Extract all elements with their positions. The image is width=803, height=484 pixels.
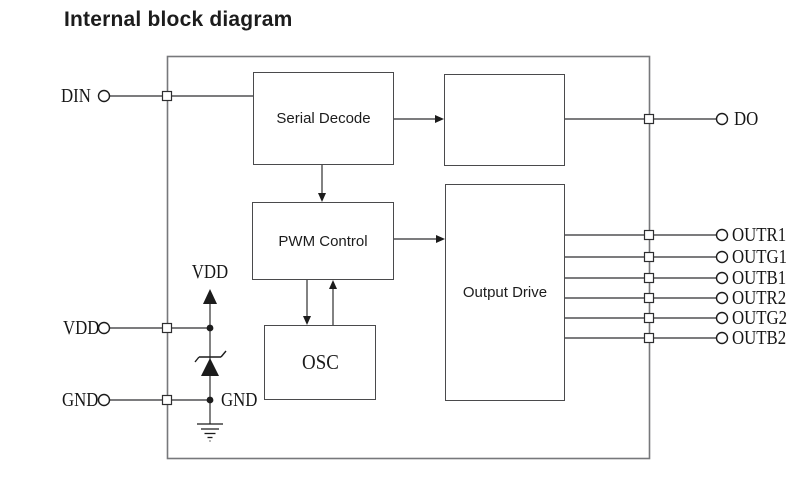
outg2-terminal xyxy=(715,311,729,325)
gnd-junction-dot xyxy=(206,396,214,404)
arrowhead-up-icon xyxy=(329,280,337,289)
outr1-pin-label: OUTR1 xyxy=(732,224,787,246)
pwm-control-label: PWM Control xyxy=(278,232,368,250)
outr1-pad xyxy=(643,229,655,241)
diagram-title: Internal block diagram xyxy=(64,8,293,31)
outg1-terminal xyxy=(715,250,729,264)
output-drive-label: Output Drive xyxy=(462,284,548,301)
outg2-pin-label: OUTG2 xyxy=(732,307,788,329)
output-drive-block: Output Drive xyxy=(445,184,565,401)
outr2-terminal xyxy=(715,291,729,305)
arrowhead-down-icon xyxy=(318,193,326,202)
vdd-junction-dot xyxy=(206,324,214,332)
outb2-pad xyxy=(643,332,655,344)
osc-block: OSC xyxy=(264,325,376,400)
do-pad xyxy=(643,113,655,125)
internal-gnd-label: GND xyxy=(221,389,258,411)
arrowhead-right-icon xyxy=(436,235,445,243)
din-pad xyxy=(161,90,173,102)
ground-symbol-icon xyxy=(197,423,223,442)
outg1-pin-label: OUTG1 xyxy=(732,246,788,268)
zener-diode-icon xyxy=(194,350,227,376)
arrowhead-down-icon xyxy=(303,316,311,325)
arrowhead-right-icon xyxy=(435,115,444,123)
vdd-terminal xyxy=(97,321,111,335)
vdd-pin-label: VDD xyxy=(63,317,100,339)
gnd-pad xyxy=(161,394,173,406)
vdd-pad xyxy=(161,322,173,334)
vdd-arrow-up-icon xyxy=(203,289,217,304)
do-terminal xyxy=(715,112,729,126)
outg1-pad xyxy=(643,251,655,263)
gnd-pin-label: GND xyxy=(62,389,99,411)
outg2-pad xyxy=(643,312,655,324)
serial-decode-label: Serial Decode xyxy=(276,110,371,127)
pwm-control-block: PWM Control xyxy=(252,202,394,280)
din-pin-label: DIN xyxy=(61,85,91,107)
outb1-pin-label: OUTB1 xyxy=(732,267,787,289)
outr2-pin-label: OUTR2 xyxy=(732,287,787,309)
outr1-terminal xyxy=(715,228,729,242)
gnd-terminal xyxy=(97,393,111,407)
outb2-terminal xyxy=(715,331,729,345)
osc-label: OSC xyxy=(301,350,339,374)
outb1-terminal xyxy=(715,271,729,285)
outb1-pad xyxy=(643,272,655,284)
do-pin-label: DO xyxy=(734,108,759,130)
outr2-pad xyxy=(643,292,655,304)
serial-decode-block: Serial Decode xyxy=(253,72,394,165)
outb2-pin-label: OUTB2 xyxy=(732,327,787,349)
din-terminal xyxy=(97,89,111,103)
unlabeled-block xyxy=(444,74,565,166)
internal-vdd-label: VDD xyxy=(191,261,229,283)
